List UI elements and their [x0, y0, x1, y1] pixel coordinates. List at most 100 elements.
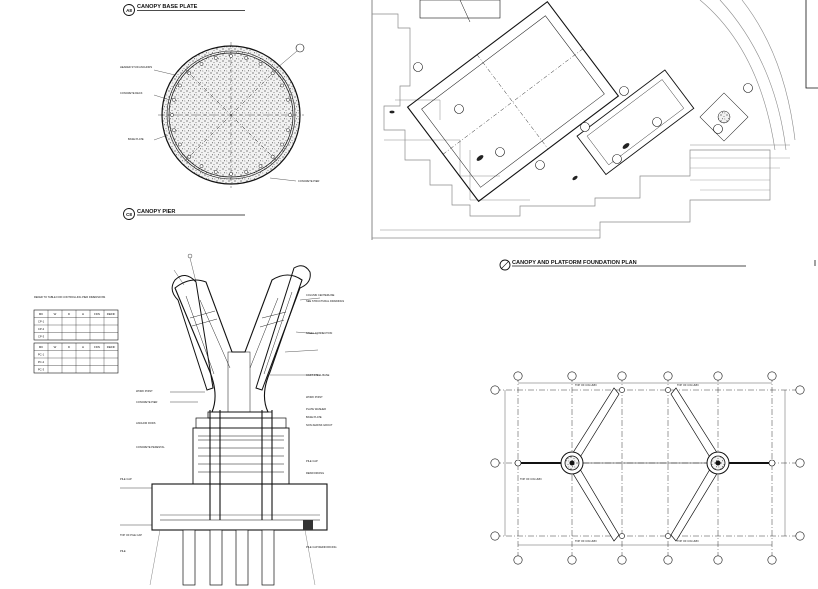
table-note: REFER TO TABLE FOR CONTROLLING PIER DIME… [34, 295, 106, 299]
table-cell: PC-3 [38, 368, 45, 372]
plan-title: CANOPY AND PLATFORM FOUNDATION PLAN [512, 260, 637, 266]
anchor-rod [178, 142, 182, 147]
table-cell: PC-1 [38, 353, 45, 357]
site-plan-overview [371, 0, 796, 240]
anchor-rod [172, 97, 176, 102]
anchor-rod [172, 128, 176, 133]
table-cell: REINF [107, 312, 116, 316]
detail-tag-a8-text: A8 [126, 8, 132, 13]
table-cell: PC-2 [38, 360, 45, 364]
anchor-rod [270, 154, 275, 159]
pier-note-r11: PILE CAP REINFORCING [306, 545, 337, 549]
pier-note-r4: CAST STEEL BASE [306, 373, 330, 377]
pier-note-l6: TOP OF PILE CAP [120, 533, 142, 537]
pier-piles [182, 529, 275, 586]
table-cell: REINF [107, 345, 116, 349]
anchor-rod [244, 56, 249, 60]
anchor-rod [280, 142, 284, 147]
grid-bubble-top [617, 371, 627, 381]
grid-bubble-left [490, 458, 500, 468]
pier-schedule-table: REFER TO TABLE FOR CONTROLLING PIER DIME… [33, 295, 119, 374]
plan-label-bot-far: TOP OF COLUMN [677, 539, 699, 543]
grid-bubble-top [663, 371, 673, 381]
pier-note-r7: BASE PLATE [306, 415, 322, 419]
note-concrete-deck: CONCRETE DECK [120, 91, 143, 95]
plan-column-arms [520, 387, 770, 542]
anchor-rod [229, 54, 233, 58]
detail-c8-canopy-pier: COLUMN CENTERLINE SEE STRUCTURAL DRAWING… [120, 253, 344, 586]
grid-bubble-right [795, 385, 805, 395]
note-concrete-pier: CONCRETE PIER [298, 179, 319, 183]
table-cell: D [68, 312, 70, 316]
anchor-rod [280, 83, 284, 88]
anchor-rod [187, 71, 192, 76]
grid-bubble-bottom [767, 555, 777, 565]
pier-y-column [171, 265, 311, 413]
base-plate-leader-notes: HEADED STUD ANCHORS CONCRETE DECK BASE P… [120, 65, 319, 183]
foundation-plan: CANOPY AND PLATFORM FOUNDATION PLAN [490, 259, 805, 565]
pier-note-l7: PILE [120, 549, 126, 553]
pier-note-l4: CONCRETE PEDESTAL [136, 445, 165, 449]
pier-left-notes: WORK POINT CONCRETE PIER ANCHOR RODS CON… [120, 389, 165, 553]
pier-note-l3: ANCHOR RODS [136, 421, 156, 425]
anchor-rod [199, 164, 204, 168]
note-base-plate: BASE PLATE [128, 137, 144, 141]
table-cell: W [54, 345, 57, 349]
pier-note-r1: COLUMN CENTERLINE [306, 293, 335, 297]
anchor-rod-ring [170, 54, 292, 176]
grid-bubble-bottom [663, 555, 673, 565]
anchor-rod [258, 164, 263, 168]
detail-tag-c8 [123, 208, 135, 220]
sheet-border-right [805, 0, 818, 266]
table-cell: FDN [94, 312, 100, 316]
anchor-rod [199, 62, 204, 66]
table-cell: FDN [94, 345, 100, 349]
anchor-rod [286, 128, 290, 133]
plan-grid-bubbles [490, 371, 805, 565]
anchor-rod [213, 170, 218, 174]
grid-bubble-top [767, 371, 777, 381]
anchor-rod [258, 62, 263, 66]
anchor-rod [270, 71, 275, 76]
grid-bubble-right [795, 531, 805, 541]
pier-note-l2: CONCRETE PIER [136, 400, 157, 404]
table-cell: W [54, 312, 57, 316]
table-cell: CP-3 [38, 335, 45, 339]
detail-tag-c8-text: C8 [126, 212, 132, 217]
table-cell: D [68, 345, 70, 349]
anchor-rod [187, 154, 192, 159]
grid-bubble-right [795, 458, 805, 468]
grid-bubble-bottom [567, 555, 577, 565]
grid-bubble-left [490, 385, 500, 395]
plan-pile-caps [560, 451, 730, 475]
detail-tag-a8 [123, 4, 135, 16]
grid-bubble-left [490, 531, 500, 541]
table-cell: H [82, 312, 84, 316]
pier-note-r8: NON-SHRINK GROUT [306, 423, 333, 427]
pier-note-l5: PILE CAP [120, 477, 132, 481]
detail-a8-base-plate: A8 CANOPY BASE PLATE HEADED STUD ANCHORS… [120, 4, 319, 220]
grid-bubble-bottom [713, 555, 723, 565]
anchor-rod [288, 113, 292, 117]
grid-bubble-top [513, 371, 523, 381]
plan-label-top-right: TOP OF COLUMN [677, 383, 699, 387]
table-cell: CP-1 [38, 320, 45, 324]
section-marker [295, 43, 305, 53]
detail-title-a8: CANOPY BASE PLATE [137, 4, 198, 10]
pier-note-r2: SEE STRUCTURAL DRAWINGS [306, 299, 344, 303]
anchor-rod [244, 170, 249, 174]
pier-note-r10: REINFORCING [306, 471, 324, 475]
grid-bubble-top [713, 371, 723, 381]
grid-bubble-top [567, 371, 577, 381]
pier-note-l1: WORK POINT [136, 389, 153, 393]
table-cell: MK [39, 345, 43, 349]
plan-label-bot-right: TOP OF COLUMN [575, 539, 597, 543]
plan-label-top-left: TOP OF COLUMN [575, 383, 597, 387]
anchor-rod [170, 113, 174, 117]
anchor-rod [286, 97, 290, 102]
grid-bubble-bottom [617, 555, 627, 565]
table-cell: CP-2 [38, 327, 45, 331]
